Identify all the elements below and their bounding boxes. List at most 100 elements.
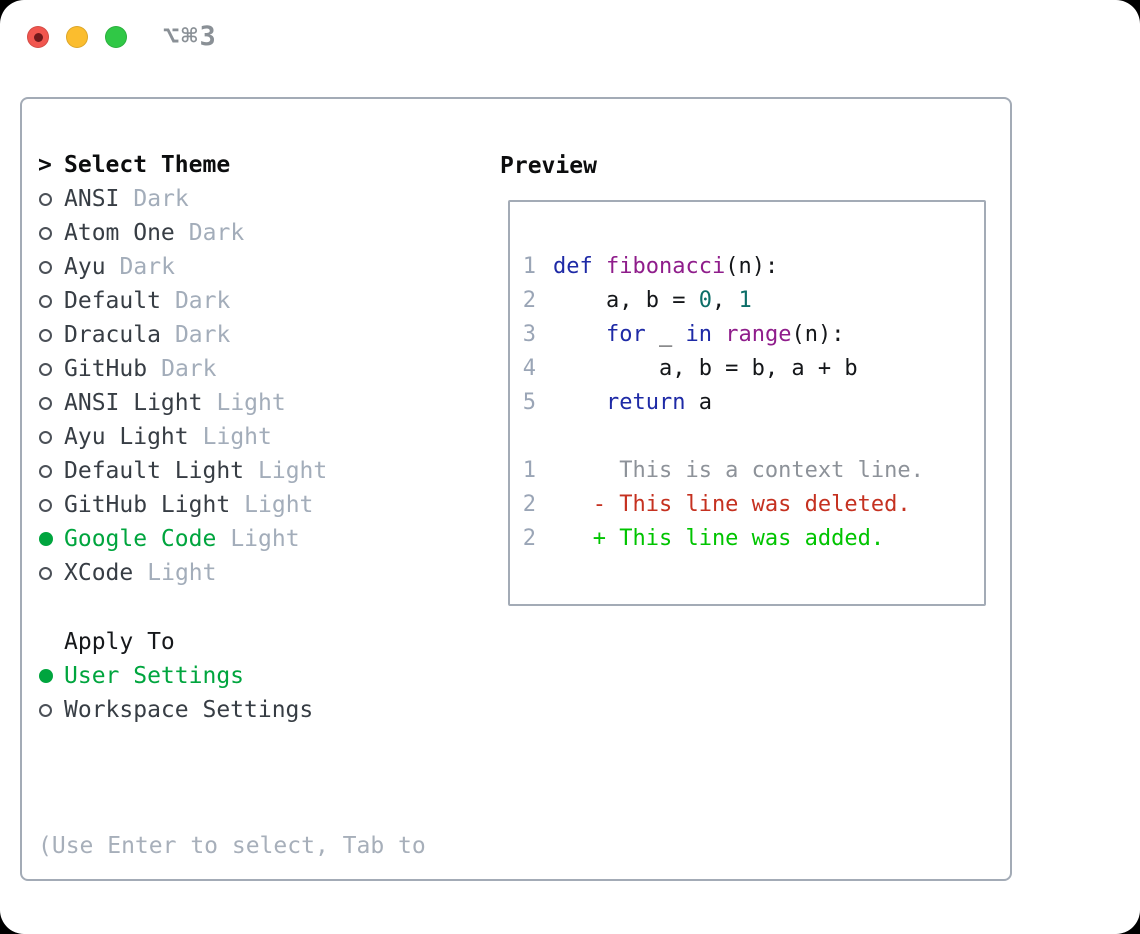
radio-icon: [39, 328, 52, 342]
theme-name: GitHub: [64, 356, 148, 382]
code-token-kwd: def: [553, 253, 593, 279]
theme-name: XCode: [64, 560, 134, 586]
code-token-fn: fibonacci: [606, 253, 726, 279]
theme-option[interactable]: Default Light Light: [38, 454, 327, 488]
code-token-pln: a, b =: [553, 287, 699, 313]
code-line: 3 for _ in range(n):: [520, 317, 858, 351]
code-token-pln: (n):: [725, 253, 779, 279]
diff-content: + This line was added.: [553, 525, 885, 551]
code-token-pln: [712, 322, 725, 347]
diff-preview: 1 This is a context line. 2 - This line w…: [520, 453, 924, 555]
close-button[interactable]: [27, 26, 49, 48]
theme-option[interactable]: Default Dark: [38, 284, 327, 318]
apply-to-option[interactable]: User Settings: [38, 659, 313, 693]
theme-name: GitHub Light: [64, 492, 231, 518]
apply-to-option[interactable]: Workspace Settings: [38, 693, 313, 727]
line-number: 4: [522, 355, 536, 381]
theme-name: Default: [64, 288, 161, 314]
line-number: 5: [522, 389, 536, 415]
keyboard-shortcut-label: ⌥⌘3: [163, 21, 218, 52]
code-content: a, b = 0, 1: [553, 288, 752, 313]
radio-marker: [38, 396, 64, 410]
code-line: 5 return a: [520, 385, 858, 419]
radio-icon: [39, 566, 52, 580]
radio-marker: [38, 669, 64, 683]
code-token-pln: _: [645, 321, 686, 347]
radio-icon: [39, 498, 52, 512]
code-token-num: 0: [698, 287, 712, 313]
preview-title: Preview: [500, 153, 597, 179]
theme-name: Google Code: [64, 526, 217, 552]
theme-variant-label: Light: [216, 390, 286, 416]
code-content: a, b = b, a + b: [553, 356, 858, 381]
radio-marker: [38, 430, 64, 444]
line-number: 2: [522, 525, 536, 551]
line-number: 1: [522, 457, 536, 483]
radio-icon: [39, 294, 52, 308]
diff-content: - This line was deleted.: [553, 491, 911, 517]
unsaved-indicator-icon: [33, 32, 43, 42]
radio-icon: [39, 396, 52, 410]
theme-list-title: Select Theme: [64, 152, 231, 178]
apply-to-option-label: Workspace Settings: [64, 697, 314, 723]
theme-option[interactable]: ANSI Dark: [38, 182, 327, 216]
diff-line-deleted: 2 - This line was deleted.: [520, 487, 924, 521]
theme-variant-label: Light: [230, 526, 300, 552]
cursor-icon: >: [38, 152, 52, 178]
radio-marker: [38, 294, 64, 308]
radio-marker: [38, 532, 64, 546]
apply-to-header: Apply To: [38, 625, 313, 659]
zoom-button[interactable]: [105, 26, 127, 48]
window-controls: [27, 26, 127, 48]
line-number: 2: [522, 491, 536, 517]
radio-icon: [39, 703, 52, 717]
code-token-pln: ,: [711, 287, 739, 313]
code-token-fn: range: [725, 321, 792, 347]
theme-option[interactable]: XCode Light: [38, 556, 327, 590]
radio-icon: [39, 430, 52, 444]
radio-icon: [39, 362, 52, 376]
theme-variant-label: Light: [244, 492, 314, 518]
radio-icon: [39, 192, 52, 206]
theme-option[interactable]: Ayu Dark: [38, 250, 327, 284]
radio-marker: [38, 260, 64, 274]
theme-variant-label: Dark: [133, 186, 189, 212]
theme-variant-label: Light: [202, 424, 272, 450]
radio-marker: [38, 566, 64, 580]
theme-option[interactable]: GitHub Light Light: [38, 488, 327, 522]
apply-to-title: Apply To: [64, 629, 175, 655]
theme-variant-label: Light: [258, 458, 328, 484]
theme-variant-label: Dark: [119, 254, 175, 280]
code-token-pln: [553, 390, 606, 415]
radio-marker: [38, 498, 64, 512]
theme-variant-label: Dark: [188, 220, 245, 246]
code-content: return a: [553, 390, 712, 415]
theme-name: Default Light: [64, 458, 245, 484]
theme-name: ANSI: [64, 186, 120, 212]
code-token-pln: [553, 322, 606, 347]
code-token-pln: (n):: [791, 321, 845, 347]
code-token-pln: a: [685, 389, 712, 415]
theme-option[interactable]: Google Code Light: [38, 522, 327, 556]
theme-variant-label: Light: [147, 560, 217, 586]
radio-icon: [39, 464, 52, 478]
theme-name: Ayu: [64, 254, 106, 280]
diff-content: This is a context line.: [553, 457, 924, 483]
theme-variant-label: Dark: [174, 322, 231, 348]
radio-selected-icon: [39, 669, 53, 683]
radio-icon: [39, 226, 52, 240]
minimize-button[interactable]: [66, 26, 88, 48]
theme-variant-label: Dark: [174, 288, 231, 314]
